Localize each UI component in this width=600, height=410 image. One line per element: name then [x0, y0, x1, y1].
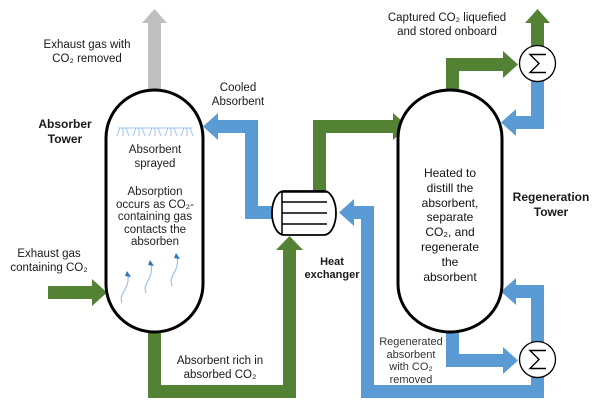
label-line: Regenerated [379, 336, 443, 348]
label-line: regenerate [420, 239, 480, 254]
captured-co2-line [446, 9, 550, 94]
label-line: Exhaust gas with [43, 39, 131, 51]
rich-absorbent-to-regenerator-line [313, 113, 408, 192]
label-line: Heated to [423, 166, 477, 180]
exhaust-inlet-arrow [48, 279, 107, 306]
label-line: containing CO₂ [10, 262, 88, 274]
label-line: absorbent [423, 269, 477, 284]
lean-absorbent-line [339, 199, 544, 398]
rich-absorbent-line [148, 236, 303, 398]
regenerated-absorbent-label: Regenerated absorbent with CO₂ removed [376, 336, 446, 386]
rising-gas-arrowheads [125, 253, 180, 277]
label-line: Absorbent [128, 144, 182, 156]
label-line: Absorbent [211, 96, 265, 108]
absorption-description: Absorption occurs as CO₂- containing gas… [106, 186, 204, 249]
label-line: and stored onboard [397, 26, 497, 38]
label-line: Absorber [38, 117, 92, 131]
absorbent-sprayed-label: Absorbent sprayed [110, 143, 200, 171]
rich-absorbent-label: Absorbent rich in absorbed CO₂ [170, 354, 270, 382]
exhaust-outlet-arrow [142, 9, 167, 94]
label-line: removed [389, 373, 433, 386]
label-line: Captured CO₂ liquefied [387, 12, 507, 24]
spray-nozzles-icon [116, 127, 194, 137]
label-line: separate [426, 210, 474, 225]
label-line: Heat [320, 256, 344, 268]
label-line: with CO₂ [389, 361, 433, 373]
label-line: occurs as CO₂- [116, 198, 194, 211]
bottom-cooler-icon[interactable] [518, 340, 557, 379]
label-line: containing gas [117, 211, 193, 224]
label-line: Cooled [219, 82, 257, 94]
captured-co2-label: Captured CO₂ liquefied and stored onboar… [382, 11, 512, 39]
label-line: sprayed [134, 158, 176, 170]
label-line: Exhaust gas [17, 248, 81, 260]
label-line: absorben [131, 236, 179, 249]
label-line: absorbent, [421, 195, 479, 210]
cooled-absorbent-line [203, 113, 273, 219]
cooled-absorbent-label: Cooled Absorbent [198, 81, 278, 109]
label-line: distill the [426, 180, 474, 195]
reflux-line [501, 81, 544, 136]
label-line: CO₂ removed [52, 53, 122, 65]
label-line: Absorption [127, 186, 183, 198]
label-line: Absorbent rich in [176, 355, 264, 367]
regeneration-tower-vessel [396, 88, 504, 334]
top-cooler-icon[interactable] [518, 44, 557, 83]
heat-exchanger-icon[interactable] [271, 190, 337, 236]
label-line: the [441, 254, 459, 269]
label-line: CO₂, and [425, 225, 475, 240]
label-line: Tower [533, 205, 569, 219]
label-line: Tower [47, 132, 83, 146]
absorber-tower-vessel [104, 88, 205, 334]
label-line: absorbent [386, 348, 436, 361]
label-line: absorbed CO₂ [183, 369, 257, 381]
rising-gas-icon [120, 255, 179, 304]
label-line: Regeneration [512, 190, 590, 204]
exhaust-inlet-label: Exhaust gas containing CO₂ [4, 247, 94, 275]
regeneration-description: Heated to distill the absorbent, separat… [405, 166, 495, 284]
label-line: contacts the [123, 223, 186, 236]
label-line: exchanger [304, 269, 360, 281]
regeneration-tower-title: Regeneration Tower [508, 190, 594, 220]
absorber-tower-title: Absorber Tower [30, 117, 100, 147]
exhaust-outlet-label: Exhaust gas with CO₂ removed [32, 38, 142, 66]
heat-exchanger-label: Heat exchanger [302, 256, 362, 282]
